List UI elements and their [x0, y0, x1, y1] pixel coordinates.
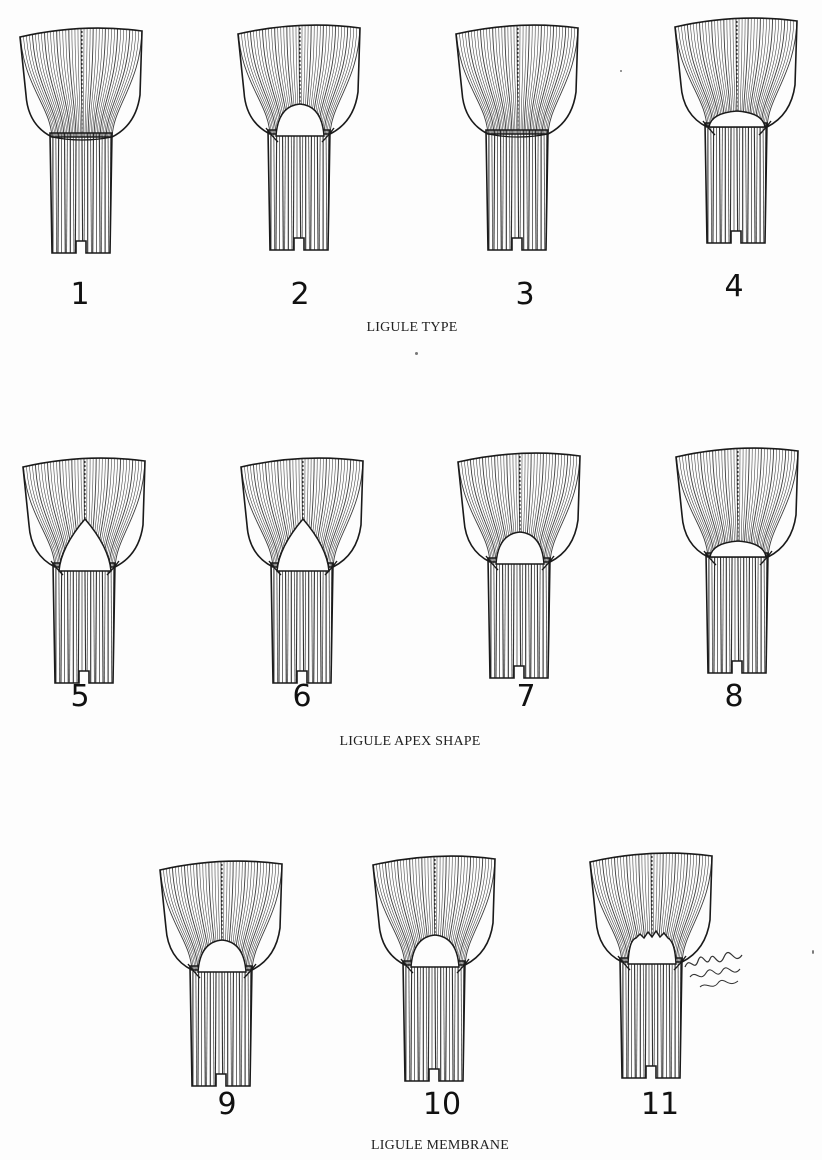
- artist-signature: [680, 945, 750, 995]
- ligule-figure: [230, 22, 370, 282]
- ligule-drawing: [457, 452, 581, 679]
- ligule-drawing: [675, 447, 799, 674]
- ligule-drawing: [240, 457, 364, 684]
- ligule-figure: [448, 22, 588, 282]
- ligule-figure: [365, 853, 505, 1113]
- paper-speck: [415, 352, 418, 355]
- ligule-drawing: [589, 852, 713, 1079]
- ligule-figure: [450, 450, 590, 710]
- figure-number: 1: [70, 277, 90, 312]
- figure-number: 10: [422, 1087, 462, 1122]
- blade-veins: [241, 458, 363, 567]
- ligule-figure: [12, 25, 152, 285]
- sheath-veins: [50, 133, 112, 253]
- ligule-drawing: [159, 860, 283, 1087]
- sheath-veins: [403, 961, 465, 1081]
- caption-ligule-type: LIGULE TYPE: [366, 320, 458, 335]
- figure-number: 7: [516, 679, 536, 714]
- paper-speck: [812, 950, 814, 954]
- sheath-veins: [705, 123, 767, 243]
- paper-speck: [620, 70, 622, 72]
- figure-number: 2: [290, 277, 310, 312]
- blade-veins: [456, 25, 578, 134]
- figure-number: 6: [292, 679, 312, 714]
- ligule-membrane: [495, 531, 545, 565]
- ligule-figure: [15, 455, 155, 715]
- ligule-drawing: [237, 24, 361, 251]
- blade-veins: [20, 28, 142, 137]
- ligule-drawing: [22, 457, 146, 684]
- ligule-drawing: [455, 24, 579, 251]
- sheath-veins: [190, 966, 252, 1086]
- figure-number: 11: [640, 1087, 680, 1122]
- ligule-drawing: [372, 855, 496, 1082]
- figure-number: 3: [515, 277, 535, 312]
- figure-number: 4: [724, 269, 744, 304]
- sheath-veins: [486, 130, 548, 250]
- ligule-figure: [668, 445, 808, 705]
- ligule-membrane: [58, 517, 112, 572]
- figure-number: 8: [724, 679, 744, 714]
- ligule-membrane: [708, 110, 766, 128]
- sheath-veins: [488, 558, 550, 678]
- ligule-membrane: [709, 540, 767, 558]
- sheath-veins: [706, 553, 768, 673]
- ligule-figure: [582, 850, 722, 1110]
- figure-number: 5: [70, 679, 90, 714]
- ligule-drawing: [674, 17, 798, 244]
- sheath-veins: [268, 130, 330, 250]
- ligule-membrane: [627, 929, 677, 965]
- caption-ligule-apex-shape: LIGULE APEX SHAPE: [339, 734, 481, 749]
- sheath-veins: [620, 958, 682, 1078]
- ligule-figure: [667, 15, 807, 275]
- sheath-veins: [53, 563, 115, 683]
- ligule-membrane: [410, 934, 460, 968]
- ligule-drawing: [19, 27, 143, 254]
- figure-number: 9: [217, 1087, 237, 1122]
- caption-ligule-membrane: LIGULE MEMBRANE: [371, 1138, 509, 1153]
- ligule-membrane: [197, 939, 247, 973]
- ligule-figure: [152, 858, 292, 1118]
- sheath-veins: [271, 563, 333, 683]
- ligule-figure: [233, 455, 373, 715]
- ligule-membrane: [276, 517, 330, 572]
- ligule-membrane: [275, 103, 325, 137]
